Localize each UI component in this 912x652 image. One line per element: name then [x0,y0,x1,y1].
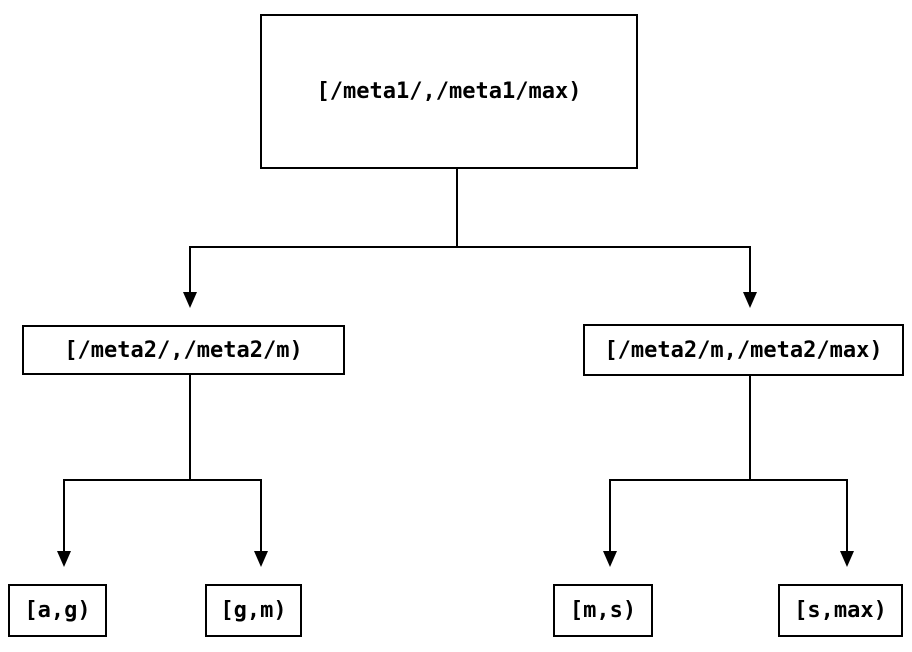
tree-node-root: [/meta1/,/meta1/max) [260,14,638,169]
tree-node-right-child: [/meta2/m,/meta2/max) [583,324,904,376]
tree-node-leaf-ag: [a,g) [8,584,107,637]
arrowhead-down-icon [743,292,757,308]
arrowhead-down-icon [57,551,71,567]
arrowhead-down-icon [603,551,617,567]
arrowhead-down-icon [183,292,197,308]
tree-node-leaf-ms: [m,s) [553,584,653,637]
tree-node-leaf-gm: [g,m) [205,584,302,637]
arrowhead-down-icon [254,551,268,567]
tree-node-leaf-smax: [s,max) [778,584,903,637]
tree-node-left-child: [/meta2/,/meta2/m) [22,325,345,375]
arrowhead-down-icon [840,551,854,567]
